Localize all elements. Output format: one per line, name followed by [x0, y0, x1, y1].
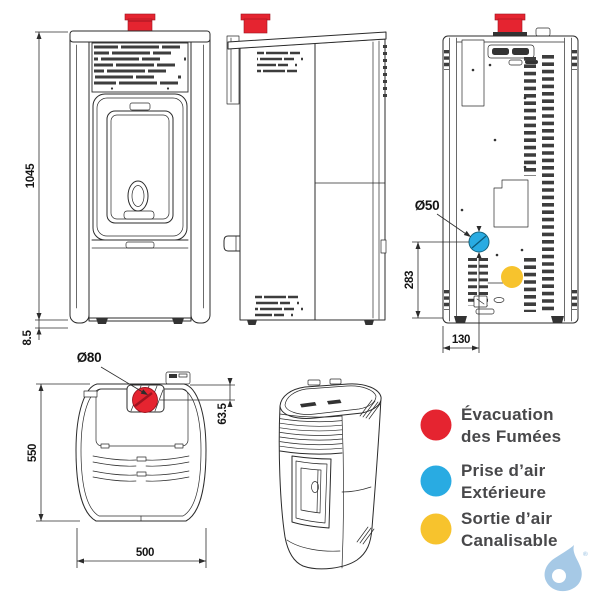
perspective-louvers [279, 413, 343, 455]
back-inlet-offset-label: 130 [452, 334, 470, 346]
dim-front-feet: 8.5 [22, 320, 68, 346]
legend-dot-duct [420, 513, 452, 545]
top-view: Ø80 63.5 550 500 [27, 350, 235, 568]
perspective-side-vents-bottom [356, 526, 375, 545]
perspective-door [291, 455, 332, 529]
top-depth-label: 550 [27, 444, 39, 462]
legend-dot-fumes [420, 409, 452, 441]
top-flue-collar [126, 384, 165, 413]
front-feet-label: 8.5 [22, 330, 34, 346]
legend-fumes-line2: des Fumées [461, 427, 561, 446]
back-inlet-diameter-label: Ø50 [415, 198, 440, 213]
registered-mark: ® [583, 550, 588, 558]
front-air-grille [91, 42, 189, 93]
top-width-label: 500 [136, 547, 154, 559]
side-air-intake-stub [223, 235, 241, 252]
dim-back-inlet-offset: 130 [442, 256, 480, 353]
front-door-handle [127, 180, 149, 212]
side-lower-vents [255, 295, 303, 317]
front-view: 1045 8.5 [22, 13, 211, 346]
legend-intake-line2: Extérieure [461, 483, 546, 502]
back-flue-pipe [497, 18, 523, 35]
side-upper-vents [257, 51, 303, 73]
top-flue-offset-label: 63.5 [217, 403, 229, 425]
back-duct-outlet-circle [501, 266, 523, 288]
dim-top-flue-offset: 63.5 [160, 378, 235, 425]
perspective-side-vents-top [359, 399, 381, 420]
legend-fumes-line1: Évacuation [461, 405, 554, 424]
dim-top-depth: 550 [27, 383, 90, 522]
dim-back-inlet-diameter: Ø50 [415, 198, 471, 237]
perspective-view [278, 378, 382, 570]
back-junction-box [461, 39, 485, 107]
back-screws [460, 63, 527, 257]
front-height-label: 1045 [25, 163, 37, 188]
side-flue-pipe [243, 18, 268, 34]
dim-top-width: 500 [76, 528, 207, 568]
legend-dot-intake [420, 465, 452, 497]
back-vent-columns [468, 55, 554, 312]
dim-top-flue-diameter: Ø80 [77, 350, 148, 395]
dim-back-inlet-height: 283 [404, 241, 469, 319]
front-door [92, 93, 188, 241]
legend: Évacuation des Fumées Prise d’air Extéri… [420, 405, 561, 550]
brand-logo: ® [544, 545, 588, 592]
top-flue-circle [132, 387, 158, 413]
back-view: Ø50 283 130 [404, 13, 579, 353]
dim-front-height: 1045 [25, 31, 68, 321]
back-inlet-height-label: 283 [404, 271, 416, 289]
back-fan-housing [493, 179, 529, 228]
legend-intake-line1: Prise d’air [461, 461, 546, 480]
top-flue-diameter-label: Ø80 [77, 350, 102, 365]
legend-item-fumes: Évacuation des Fumées [420, 405, 561, 446]
legend-duct-line1: Sortie d’air [461, 509, 552, 528]
legend-duct-line2: Canalisable [461, 531, 558, 550]
water-drop-icon [544, 545, 582, 592]
side-view [223, 13, 387, 325]
legend-item-duct: Sortie d’air Canalisable [420, 509, 558, 550]
legend-item-intake: Prise d’air Extérieure [420, 461, 546, 502]
